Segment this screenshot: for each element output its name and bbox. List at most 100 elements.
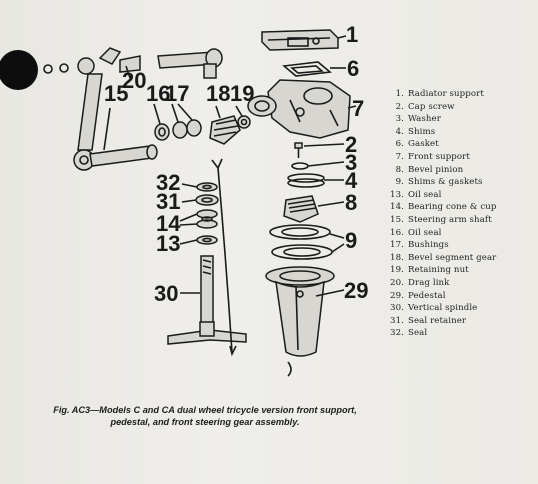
legend-number: 17. [390,240,404,251]
legend-number: 32. [390,328,404,339]
front-support-part [247,79,351,139]
callout-32: 32 [156,170,180,195]
legend-label: Washer [408,114,441,125]
legend-item: 1. Radiator support [386,88,534,101]
legend-item: 3. Washer [386,113,534,126]
legend-item: 29. Pedestal [386,290,534,303]
shims-gaskets-part [269,224,333,260]
legend-label: Front support [408,151,470,162]
legend-number: 7. [395,151,404,162]
legend-item: 8. Bevel pinion [386,164,534,177]
callout-3: 3 [345,150,357,175]
legend-number: 9. [395,177,404,188]
legend-item: 15. Steering arm shaft [386,214,534,227]
legend-label: Bushings [408,240,449,251]
legend-item: 13. Oil seal [386,189,534,202]
bevel-segment-gear-part [209,115,251,145]
legend-label: Shims [408,126,436,137]
legend-item: 17. Bushings [386,239,534,252]
legend-label: Radiator support [408,89,484,99]
binder-hole [0,50,38,90]
legend-label: Retaining nut [408,265,469,276]
legend-item: 20. Drag link [386,277,534,290]
legend-label: Gasket [408,139,439,150]
legend-label: Oil seal [408,227,442,238]
legend-item: 16. Oil seal [386,227,534,240]
radiator-support-part [261,29,339,51]
legend-number: 15. [390,214,404,225]
legend-label: Steering arm shaft [408,214,492,225]
callout-30: 30 [154,281,178,306]
legend-label: Seal [408,328,428,339]
legend-item: 31. Seal retainer [386,315,534,328]
callout-18: 18 [206,81,230,106]
legend-number: 6. [395,139,404,150]
callout-19: 19 [230,81,254,106]
legend-label: Bearing cone & cup [408,202,497,213]
legend-number: 8. [395,164,404,175]
callout-1: 1 [346,22,358,47]
callout-7: 7 [352,96,364,121]
legend-label: Shims & gaskets [408,177,483,188]
legend-label: Vertical spindle [408,303,478,314]
legend-number: 3. [395,114,404,125]
legend-number: 1. [395,89,404,99]
pedestal-part [265,266,335,357]
legend-label: Oil seal [408,189,442,200]
legend-number: 14. [390,202,404,213]
legend-label: Pedestal [408,290,446,301]
callout-6: 6 [347,56,359,81]
legend-item: 14. Bearing cone & cup [386,201,534,214]
legend-number: 16. [390,227,404,238]
callout-4: 4 [345,168,358,193]
legend-item: 7. Front support [386,151,534,164]
callout-20: 20 [122,68,146,93]
legend-number: 29. [390,290,404,301]
legend-item: 4. Shims [386,126,534,139]
parts-legend: 1.Radiator support 2.Cap screw 3.Washer … [386,88,534,340]
legend-item: 9. Shims & gaskets [386,176,534,189]
exploded-assembly-diagram: 1 6 7 2 3 4 8 9 29 30 32 31 14 13 15 20 … [0,22,368,377]
seal-stack-part [195,182,219,245]
legend-item: 18. Bevel segment gear [386,252,534,265]
shims-part [287,173,325,188]
bevel-pinion-part [283,195,319,223]
callout-13: 13 [156,231,180,256]
legend-number: 31. [390,315,404,326]
legend-item: 2. Cap screw [386,101,534,114]
legend-number: 30. [390,303,404,314]
callout-17: 17 [165,81,189,106]
legend-number: 18. [390,252,404,263]
callout-2: 2 [345,132,357,157]
legend-item: 6. Gasket [386,138,534,151]
callout-16: 16 [146,81,170,106]
legend-label: Bevel pinion [408,164,464,175]
callout-15: 15 [104,81,128,106]
legend-number: 20. [390,277,404,288]
callout-29: 29 [344,278,368,303]
callout-31: 31 [156,189,180,214]
legend-number: 4. [395,126,404,137]
legend-label: Drag link [408,277,450,288]
legend-label: Cap screw [408,101,455,112]
cap-screw-part [294,142,303,158]
washer-part [291,162,309,170]
gasket-part [282,61,332,77]
vertical-spindle-part [167,255,247,345]
steering-arm-part [73,73,158,171]
legend-label: Bevel segment gear [408,252,497,263]
legend-number: 2. [395,101,404,112]
steering-shaft-part [43,47,223,79]
callout-8: 8 [345,190,357,215]
callout-14: 14 [156,211,181,236]
legend-item: 19. Retaining nut [386,264,534,277]
legend-number: 19. [390,265,404,276]
legend-number: 13. [390,189,404,200]
legend-label: Seal retainer [408,315,467,326]
figure-caption: Fig. AC3—Models C and CA dual wheel tric… [53,405,357,428]
callout-9: 9 [345,228,357,253]
legend-item: 32. Seal [386,327,534,340]
legend-item: 30. Vertical spindle [386,302,534,315]
bushings-part [154,119,202,141]
